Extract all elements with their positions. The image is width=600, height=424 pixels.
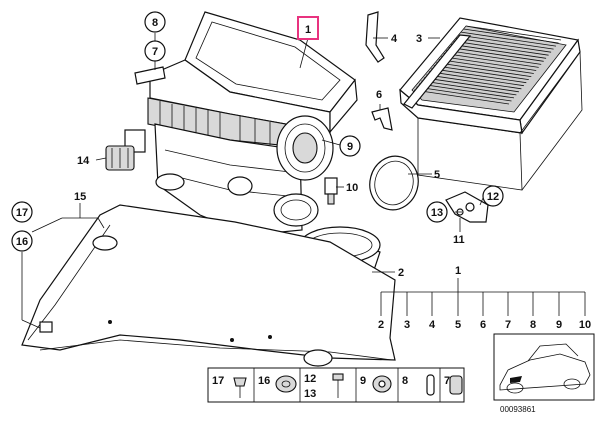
breakdown: 1 2 3 4 5 6 7 8 9 10 xyxy=(378,265,591,331)
legend-9: 9 xyxy=(360,375,366,387)
callout-4: 4 xyxy=(391,33,398,45)
vehicle-thumbnail xyxy=(493,333,595,401)
breakdown-item: 8 xyxy=(530,319,536,331)
callout-1-highlight xyxy=(297,16,319,40)
breakdown-item: 7 xyxy=(505,319,511,331)
callout-9: 9 xyxy=(347,141,353,153)
legend-12: 12 xyxy=(304,373,316,385)
callout-15: 15 xyxy=(74,191,86,203)
legend-13: 13 xyxy=(304,388,316,400)
breakdown-item: 3 xyxy=(404,319,410,331)
callout-17: 17 xyxy=(16,207,28,219)
legend-17: 17 xyxy=(212,375,224,387)
callout-13: 13 xyxy=(431,207,443,219)
breakdown-item: 10 xyxy=(579,319,591,331)
callout-16: 16 xyxy=(16,236,28,248)
intake-scoop xyxy=(21,204,396,367)
callout-8: 8 xyxy=(152,17,158,29)
callout-5: 5 xyxy=(434,169,440,181)
callout-6: 6 xyxy=(376,89,382,101)
callout-12: 12 xyxy=(487,191,499,203)
callout-14: 14 xyxy=(77,155,90,167)
callout-3: 3 xyxy=(416,33,422,45)
callout-2: 2 xyxy=(398,267,404,279)
leader-lines xyxy=(21,33,586,329)
breakdown-item: 9 xyxy=(556,319,562,331)
callout-10: 10 xyxy=(346,182,358,194)
callout-7: 7 xyxy=(152,46,158,58)
breakdown-item: 2 xyxy=(378,319,384,331)
clip-6 xyxy=(371,107,393,131)
callouts: 1 8 7 4 3 6 9 10 5 14 12 13 11 15 17 16 … xyxy=(11,11,504,279)
filter-element xyxy=(399,17,583,191)
seal-ring xyxy=(369,155,419,211)
fastener-legend: 17 16 12 13 9 8 7 xyxy=(207,367,465,403)
breakdown-item: 4 xyxy=(429,319,436,331)
grommet-14 xyxy=(105,145,135,171)
air-filter-housing xyxy=(124,11,358,236)
callout-11: 11 xyxy=(453,234,465,246)
legend-7: 7 xyxy=(444,375,450,387)
bracket-4 xyxy=(365,11,385,63)
breakdown-item: 6 xyxy=(480,319,486,331)
bracket-11-13 xyxy=(445,191,489,223)
breakdown-assembly: 1 xyxy=(455,265,461,277)
legend-8: 8 xyxy=(402,375,408,387)
callout-1: 1 xyxy=(305,24,311,36)
document-number: 00093861 xyxy=(500,405,536,414)
sensor-10 xyxy=(324,177,338,205)
legend-16: 16 xyxy=(258,375,270,387)
breakdown-item: 5 xyxy=(455,319,461,331)
